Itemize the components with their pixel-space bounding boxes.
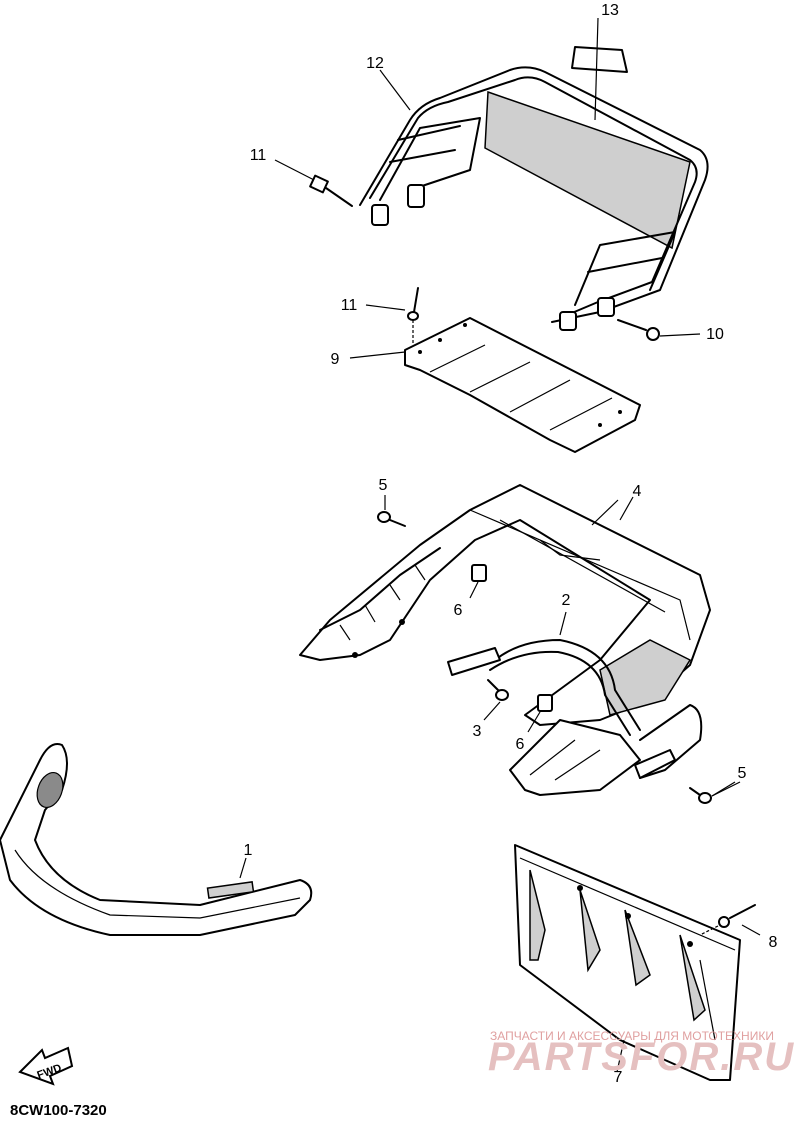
callout-2: 2 bbox=[562, 592, 571, 609]
callout-11-lower: 10 bbox=[706, 326, 724, 343]
callout-12: 11 bbox=[341, 297, 358, 314]
part-9-rear-rack bbox=[359, 66, 709, 331]
part-5-bolt-upper bbox=[377, 495, 406, 527]
watermark-brand: PARTSFOR.RU bbox=[488, 1035, 795, 1079]
part-1-front-bumper bbox=[0, 743, 313, 936]
leader-lines bbox=[379, 17, 741, 797]
part-12-rivet bbox=[365, 287, 419, 345]
part-10-carrier-plate bbox=[349, 317, 641, 453]
callout-9: 12 bbox=[366, 55, 384, 72]
part-3-bolt bbox=[483, 679, 509, 721]
callout-13: 13 bbox=[601, 2, 619, 19]
part-2-lower-bracket bbox=[447, 611, 703, 779]
part-4-main-frame bbox=[299, 484, 711, 726]
part-7-mud-flap bbox=[514, 844, 741, 1081]
part-6-clip-lower bbox=[527, 694, 553, 733]
callout-8: 8 bbox=[769, 934, 778, 951]
part-13-label-pad bbox=[571, 46, 628, 73]
part-5-bolt-lower bbox=[689, 781, 736, 804]
watermark: ЗАПЧАСТИ И АКСЕССУАРЫ ДЛЯ МОТОТЕХНИКИ PA… bbox=[488, 1029, 795, 1079]
part-11-bolt-upper bbox=[274, 159, 353, 207]
callout-6-lower: 6 bbox=[516, 736, 525, 753]
part-11-bolt-lower bbox=[617, 319, 701, 341]
part-4-front-footplate bbox=[509, 719, 641, 796]
callout-7: 7 bbox=[614, 1069, 623, 1086]
callout-11-upper: 11 bbox=[250, 147, 267, 164]
drawing-code: 8CW100-7320 bbox=[10, 1102, 107, 1119]
callout-labels: 13 12 11 11 10 9 5 4 2 6 3 6 5 1 8 7 bbox=[244, 2, 778, 1086]
callout-3: 3 bbox=[473, 723, 482, 740]
callout-5-lower: 5 bbox=[738, 765, 747, 782]
callout-1: 1 bbox=[244, 842, 253, 859]
watermark-tagline: ЗАПЧАСТИ И АКСЕССУАРЫ ДЛЯ МОТОТЕХНИКИ bbox=[490, 1029, 774, 1043]
part-8-rivet bbox=[699, 904, 761, 936]
callout-5-upper: 5 bbox=[379, 477, 388, 494]
callout-6-upper: 6 bbox=[454, 602, 463, 619]
fwd-arrow-icon: FWD bbox=[18, 1046, 74, 1086]
callout-10: 9 bbox=[331, 351, 340, 368]
callout-4: 4 bbox=[633, 483, 642, 500]
part-6-clip-upper bbox=[469, 564, 487, 599]
